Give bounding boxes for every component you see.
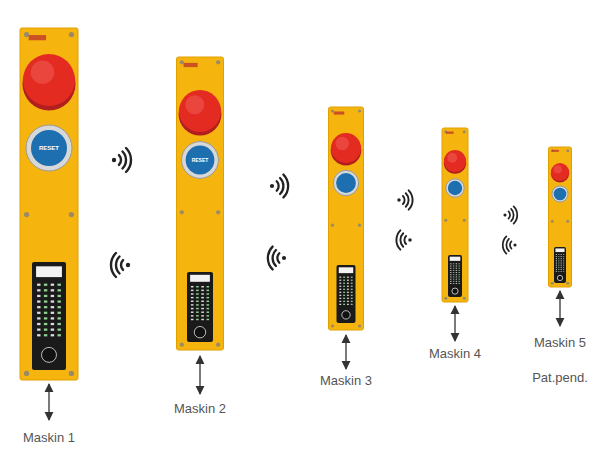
wireless-symbol <box>270 175 288 198</box>
machine-label: Maskin 2 <box>174 402 226 415</box>
machine-label: Maskin 1 <box>23 431 75 444</box>
wireless-symbol <box>112 148 131 172</box>
button-label: RESET <box>192 158 209 163</box>
safety-panel <box>549 147 572 326</box>
double-arrow <box>454 306 455 341</box>
wireless-symbol <box>503 236 517 253</box>
wireless-symbol <box>268 247 286 270</box>
machine-label: Maskin 3 <box>320 374 372 387</box>
double-arrow <box>48 384 49 420</box>
safety-panel <box>20 28 78 420</box>
wireless-symbol <box>397 190 412 209</box>
double-arrow <box>559 291 560 326</box>
machine-label: Maskin 5 <box>534 336 586 349</box>
safety-panel <box>177 57 224 394</box>
double-arrow <box>199 356 200 394</box>
wireless-symbol <box>503 206 517 223</box>
double-arrow <box>345 335 346 369</box>
machine-label: Maskin 4 <box>429 347 481 360</box>
machine-label: Pat.pend. <box>532 371 588 384</box>
safety-panel <box>442 128 468 341</box>
wireless-symbol <box>396 230 411 249</box>
button-label: RESET <box>39 145 59 151</box>
safety-panel <box>329 107 364 369</box>
wireless-symbol <box>111 253 130 277</box>
